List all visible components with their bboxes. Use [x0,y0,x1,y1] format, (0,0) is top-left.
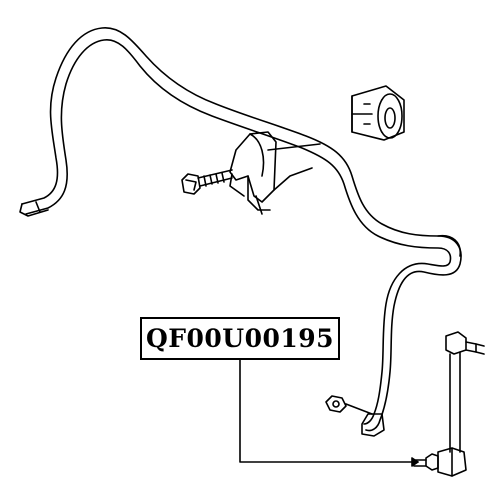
stabilizer-bar-icon [19,27,462,432]
bolt-icon [181,169,233,195]
part-number-label: QF00U00195 [140,317,340,360]
rubber-bushing-icon [351,85,405,141]
part-number-text: QF00U00195 [145,324,335,353]
stabilizer-link-icon [437,331,485,477]
leader-line [239,359,419,467]
bushing-bracket-icon [229,131,321,215]
bar-end-tab-icon [361,413,385,437]
nut-icon [325,395,373,415]
